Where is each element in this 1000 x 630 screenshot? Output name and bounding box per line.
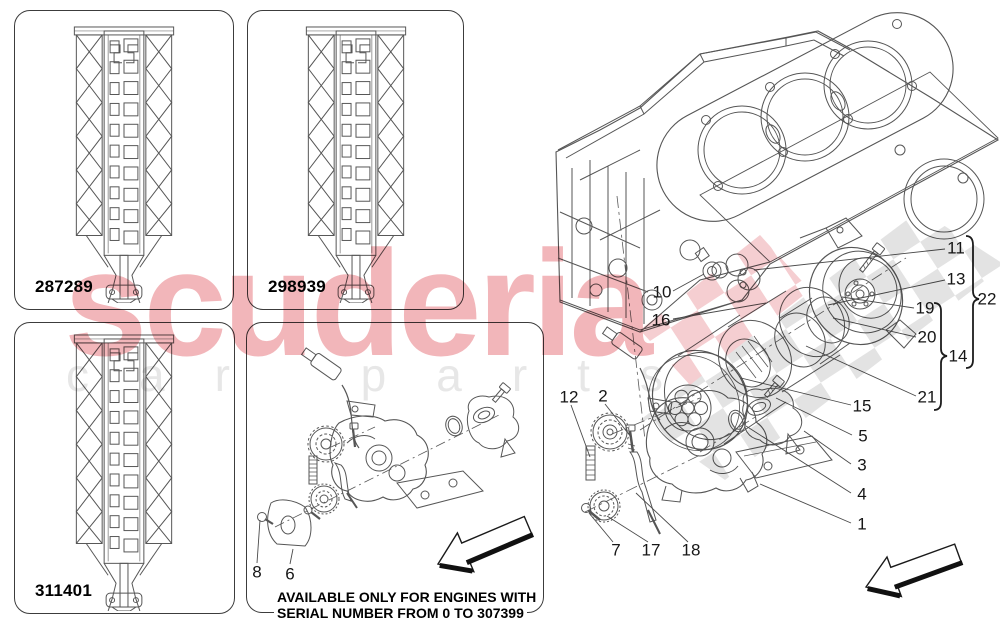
serial-number-note-line2: SERIAL NUMBER FROM 0 TO 307399	[274, 605, 527, 621]
part-number-label: 287289	[35, 277, 93, 296]
callout-7: 7	[611, 540, 621, 560]
callout-2: 2	[598, 386, 608, 406]
serial-number-note: AVAILABLE ONLY FOR ENGINES WITH SERIAL N…	[274, 589, 540, 621]
callout-11: 11	[947, 238, 965, 258]
engine-block-drawing	[555, 12, 1000, 333]
callout-13: 13	[946, 269, 966, 289]
callout-8: 8	[252, 562, 262, 582]
callout-15: 15	[852, 396, 872, 416]
callout-6: 6	[285, 564, 295, 584]
callout-leader-lines	[570, 248, 946, 543]
callout-10: 10	[652, 282, 672, 302]
callout-19: 19	[915, 298, 935, 318]
direction-arrow-icon	[859, 533, 966, 606]
callout-17: 17	[641, 540, 661, 560]
variant-panel-287289: 287289	[14, 10, 234, 310]
callout-1: 1	[857, 514, 867, 534]
callout-22: 22	[977, 289, 997, 309]
variant-panel-298939: 298939	[247, 10, 464, 310]
oil-pump-assembly-drawing	[581, 326, 833, 535]
callout-5: 5	[858, 426, 868, 446]
part-number-label: 298939	[268, 277, 326, 296]
callout-18: 18	[681, 540, 701, 560]
callout-14: 14	[948, 346, 968, 366]
callout-16: 16	[651, 310, 671, 330]
oil-filter-assembly-drawing	[648, 217, 917, 451]
callout-4: 4	[857, 484, 867, 504]
variant-panel-311401: 311401	[14, 322, 235, 614]
serial-number-note-line1: AVAILABLE ONLY FOR ENGINES WITH	[274, 589, 540, 605]
callout-12: 12	[559, 387, 579, 407]
group-braces	[933, 235, 980, 411]
callout-3: 3	[857, 455, 867, 475]
part-number-label: 311401	[35, 581, 92, 600]
callout-21: 21	[917, 387, 937, 407]
early-pump-exploded-drawing	[256, 347, 543, 612]
callout-20: 20	[917, 327, 937, 347]
